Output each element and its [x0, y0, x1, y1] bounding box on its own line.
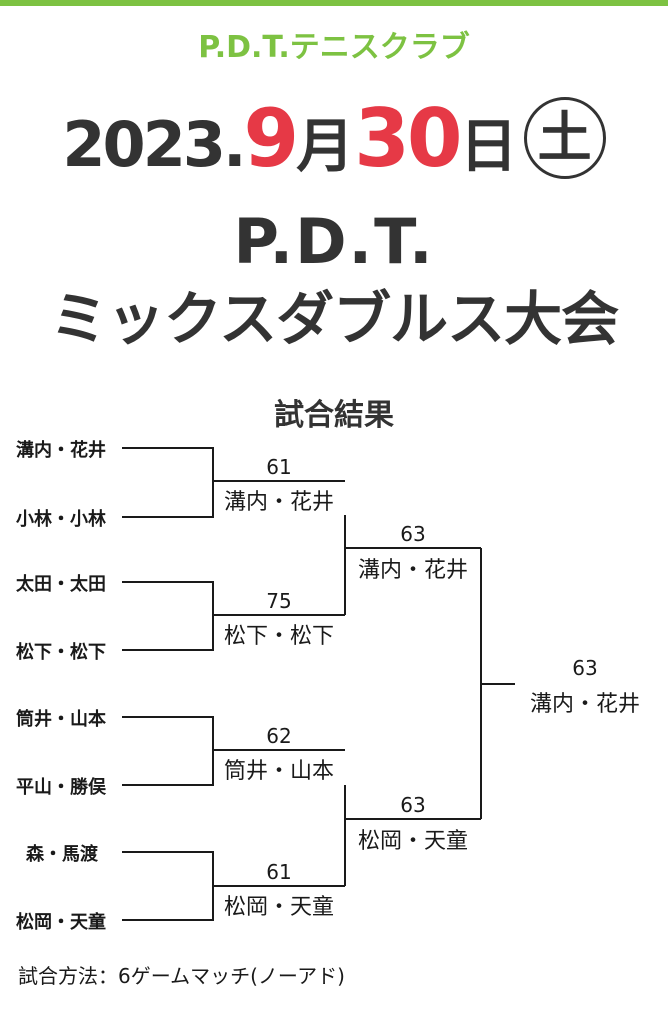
r1-score-2: 75	[266, 589, 292, 613]
champion: 溝内・花井	[529, 692, 640, 717]
player-pair-4: 松下・松下	[16, 642, 106, 663]
weekday-badge: 土	[523, 97, 606, 179]
r1-winner-3: 筒井・山本	[223, 759, 334, 784]
player-pair-5: 筒井・山本	[16, 709, 106, 730]
player-pair-6: 平山・勝俣	[16, 777, 106, 798]
bracket-line-r1-d	[122, 851, 214, 921]
player-pair-8: 松岡・天童	[16, 912, 106, 933]
final-score: 63	[572, 656, 598, 680]
r1-score-3: 62	[266, 724, 292, 748]
month-label: 月	[296, 112, 355, 180]
match-method: 試合方法：6ゲームマッチ(ノーアド)	[18, 964, 345, 988]
semi-score-1: 63	[400, 522, 426, 546]
semi-winner-2: 松岡・天童	[357, 829, 468, 854]
club-name: P.D.T.テニスクラブ	[198, 30, 470, 65]
event-date: 2023.9月30日土	[0, 92, 668, 185]
player-pair-1: 溝内・花井	[16, 440, 106, 461]
r1-score-1: 61	[266, 455, 292, 479]
semi-winner-1: 溝内・花井	[357, 558, 468, 583]
r1-score-4: 61	[266, 860, 292, 884]
r1-winner-4: 松岡・天童	[223, 895, 334, 920]
bracket-line-r1-b	[122, 581, 214, 651]
player-pair-7: 森・馬渡	[26, 844, 98, 865]
date-year: 2023.	[62, 108, 246, 181]
player-pair-2: 小林・小林	[16, 509, 106, 530]
event-title-line2: ミックスダブルス大会	[49, 285, 619, 353]
results-heading: 試合結果	[274, 398, 394, 433]
date-month: 9	[243, 92, 300, 185]
r1-winner-2: 松下・松下	[223, 624, 334, 649]
day-label: 日	[459, 112, 518, 180]
r1-winner-1: 溝内・花井	[223, 490, 334, 515]
semi-score-2: 63	[400, 793, 426, 817]
bracket-line-r1-a	[122, 447, 214, 518]
event-title-line1: P.D.T.	[233, 205, 435, 278]
date-day: 30	[354, 92, 462, 185]
bracket-line-r1-c	[122, 716, 214, 786]
top-accent-bar	[0, 0, 668, 6]
player-pair-3: 太田・太田	[16, 574, 106, 595]
